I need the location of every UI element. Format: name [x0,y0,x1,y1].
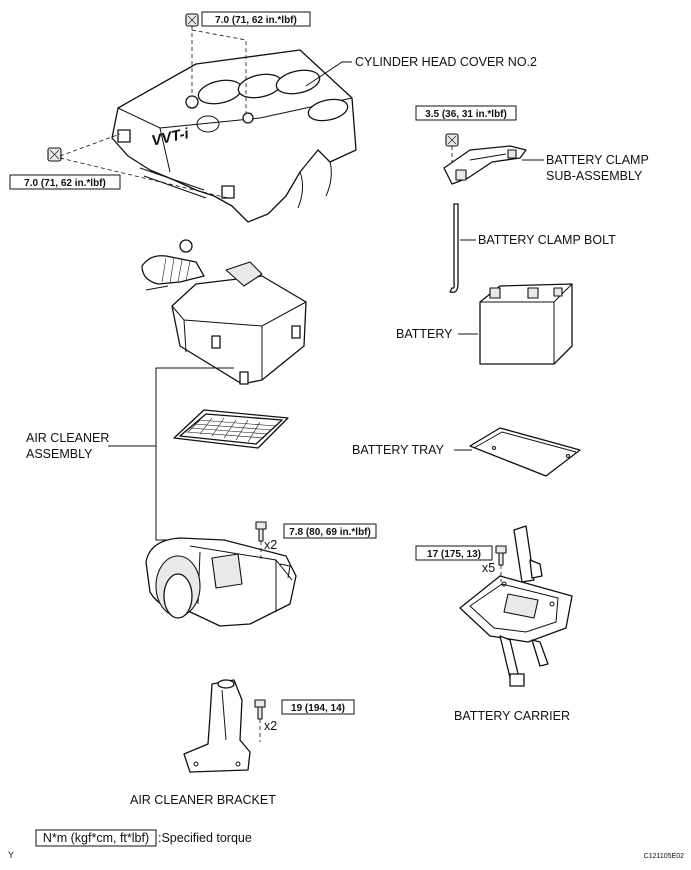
battery-clamp-torque-text: 3.5 (36, 31 in.*lbf) [425,109,507,120]
cover-top-torque-text: 7.0 (71, 62 in.*lbf) [215,15,297,26]
cover-left-bolt-icon [47,147,62,162]
corner-mark: Y [8,850,14,860]
battery-clamp-label-line2: SUB-ASSEMBLY [546,169,643,183]
cover-top-torque-callout: 7.0 (71, 62 in.*lbf) [201,11,311,27]
air-cleaner-case-drawing [145,537,297,627]
air-cleaner-bracket-label: AIR CLEANER BRACKET [130,793,276,807]
cover-leader-line [305,61,352,87]
cover-left-bolt-dash [59,133,121,157]
battery-clamp-drawing [443,145,527,185]
battery-clamp-nut-icon [445,133,459,147]
battery-carrier-drawing [459,525,573,687]
battery-carrier-count: x5 [482,561,495,575]
battery-tray-label: BATTERY TRAY [352,443,445,457]
cylinder-head-cover-drawing: VVT-i [111,49,357,223]
air-cleaner-group-bracket-line [155,367,234,541]
bracket-bolt-icon [254,699,266,720]
torque-legend: N*m (kgf*cm, ft*lbf) :Specified torque [35,829,252,847]
battery-clamp-label-line1: BATTERY CLAMP [546,153,649,167]
battery-drawing [479,283,573,365]
bracket-torque-callout: 19 (194, 14) [281,699,355,715]
legend-suffix-text: :Specified torque [158,831,252,845]
air-cleaner-bracket-drawing [183,679,251,773]
battery-tray-drawing [469,427,581,477]
battery-carrier-bolt-icon [495,545,507,566]
air-cleaner-torque-text: 7.8 (80, 69 in.*lbf) [289,527,371,538]
battery-carrier-label: BATTERY CARRIER [454,709,570,723]
figure-code: C121105E02 [644,853,684,860]
air-cleaner-torque-callout: 7.8 (80, 69 in.*lbf) [283,523,377,539]
air-cleaner-label-line1: AIR CLEANER [26,431,109,445]
battery-clamp-bolt-drawing [449,203,459,293]
air-cleaner-label-line2: ASSEMBLY [26,447,93,461]
cover-left-torque-text: 7.0 (71, 62 in.*lbf) [24,178,106,189]
cover-left-torque-callout: 7.0 (71, 62 in.*lbf) [9,174,121,190]
battery-label: BATTERY [396,327,453,341]
bracket-count: x2 [264,719,277,733]
cylinder-head-cover-label: CYLINDER HEAD COVER NO.2 [355,55,537,69]
legend-box-text: N*m (kgf*cm, ft*lbf) [43,831,149,845]
bracket-torque-text: 19 (194, 14) [291,703,345,714]
battery-carrier-torque-text: 17 (175, 13) [427,549,481,560]
air-cleaner-count: x2 [264,538,277,552]
battery-clamp-torque-callout: 3.5 (36, 31 in.*lbf) [415,105,517,121]
cover-left-bolt-dash-2 [59,157,229,199]
cover-top-bolt-icon [185,13,199,27]
battery-clamp-bolt-label: BATTERY CLAMP BOLT [478,233,616,247]
battery-carrier-torque-callout: 17 (175, 13) [415,545,493,561]
air-cleaner-cap-drawing [141,239,307,385]
air-cleaner-filter-drawing [173,409,289,449]
